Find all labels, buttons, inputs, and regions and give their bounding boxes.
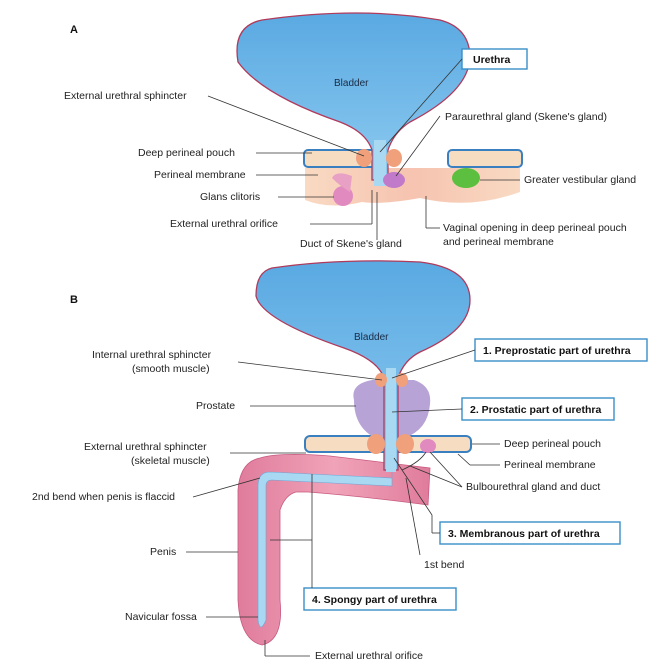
urethra-label-a: Urethra (473, 54, 511, 66)
ext-sphincter-right-a (386, 149, 402, 167)
box-prostatic-label: 2. Prostatic part of urethra (470, 404, 601, 416)
bladder-label-a: Bladder (334, 78, 369, 89)
panel-b-label: B (70, 294, 78, 306)
duct-skene-label: Duct of Skene's gland (300, 238, 402, 250)
bulbourethral-label: Bulbourethral gland and duct (466, 481, 600, 493)
urethra-lumen-a (374, 140, 386, 186)
glans-clitoris-label: Glans clitoris (200, 191, 260, 203)
paraurethral-label: Paraurethral gland (Skene's gland) (445, 111, 607, 123)
clitoris-body (332, 173, 352, 192)
navicular-fossa-label: Navicular fossa (125, 611, 197, 623)
perineal-membrane-label-b: Perineal membrane (504, 459, 596, 471)
greater-vestibular-label: Greater vestibular gland (524, 174, 636, 186)
bladder-b (255, 260, 471, 471)
ext-orifice-label-a: External urethral orifice (170, 218, 278, 230)
perineal-membrane-label-a: Perineal membrane (154, 169, 246, 181)
deep-pouch-label-b: Deep perineal pouch (504, 438, 601, 450)
paraurethral-gland (383, 172, 405, 188)
box-membranous-label: 3. Membranous part of urethra (448, 528, 600, 540)
ext-orifice-label-b: External urethral orifice (315, 650, 423, 662)
ext-sphincter-right-b (396, 434, 414, 454)
ext-sphincter-left-b (367, 434, 385, 454)
bulbourethral-gland (420, 439, 436, 453)
box-spongy (303, 587, 457, 611)
glans-clitoris (333, 186, 353, 206)
ext-sphincter-label-a: External urethral sphincter (64, 90, 187, 102)
urethra-lumen-b (386, 368, 396, 472)
vaginal-opening-label-2: and perineal membrane (443, 236, 554, 248)
penis (237, 454, 431, 646)
spongy-urethra (257, 470, 393, 628)
int-sphincter-label-1: Internal urethral sphincter (92, 349, 212, 361)
greater-vestibular-gland (452, 168, 480, 188)
int-sphincter-right (396, 373, 408, 387)
vaginal-opening-label-1: Vaginal opening in deep perineal pouch (443, 222, 627, 234)
bladder-label-b: Bladder (354, 332, 389, 343)
ext-sphincter-label-b2: (skeletal muscle) (131, 455, 210, 467)
bladder-a (236, 12, 471, 181)
panel-a-label: A (70, 24, 78, 36)
box-preprostatic-label: 1. Preprostatic part of urethra (483, 345, 631, 357)
prostate-label: Prostate (196, 400, 235, 412)
ext-sphincter-label-b1: External urethral sphincter (84, 441, 207, 453)
penis-label: Penis (150, 546, 176, 558)
second-bend-label: 2nd bend when penis is flaccid (32, 491, 175, 503)
deep-pouch-label-a: Deep perineal pouch (138, 147, 235, 159)
ext-sphincter-left-a (356, 149, 372, 167)
first-bend-label: 1st bend (424, 559, 464, 571)
int-sphincter-label-2: (smooth muscle) (132, 363, 210, 375)
deep-pouch-right-a (447, 149, 523, 168)
box-spongy-label: 4. Spongy part of urethra (312, 594, 437, 606)
